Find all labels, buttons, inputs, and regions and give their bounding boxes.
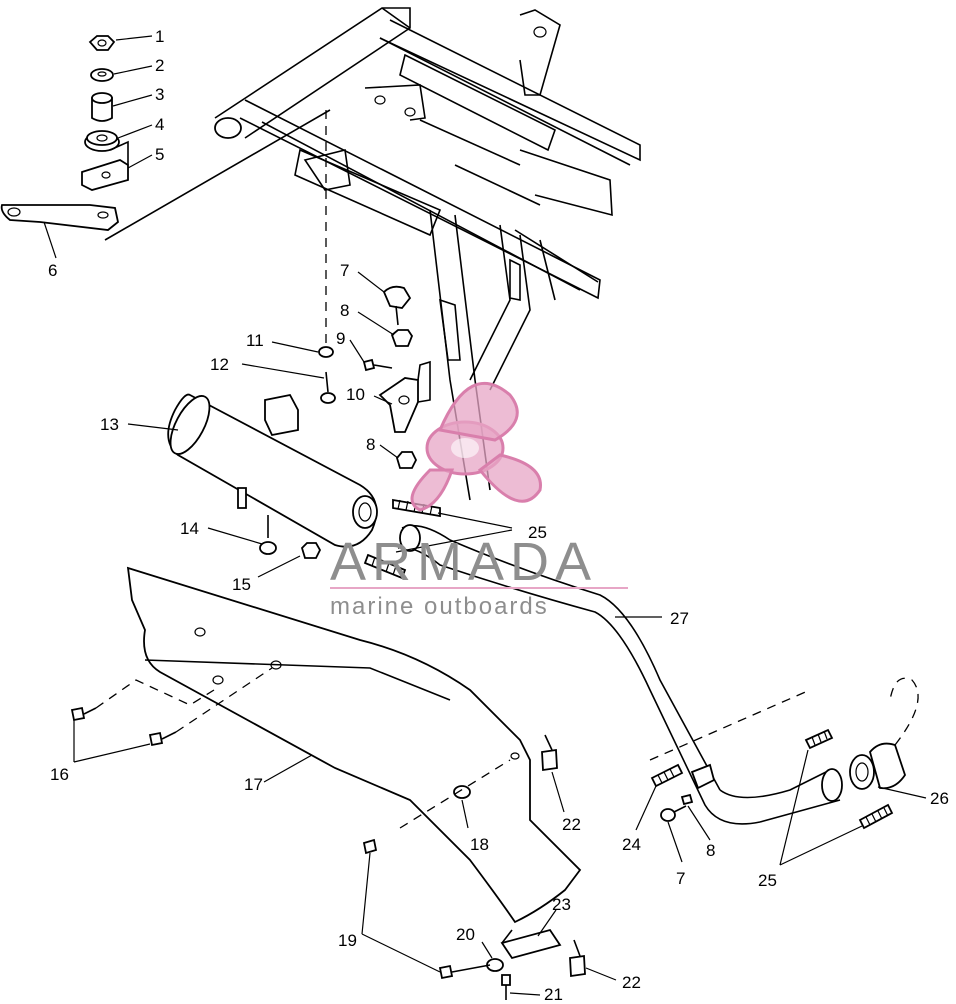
watermark-logo-icon [410,381,542,512]
callout-15: 15 [232,575,251,594]
screw [438,964,454,980]
screw [70,706,86,722]
head-pipe [397,524,843,825]
muffler-mount-stack [0,35,327,350]
screw [148,731,164,747]
callout-22-upper: 22 [562,815,581,834]
springs-lower [650,728,894,830]
mount-bracket [81,159,129,191]
callout-1: 1 [155,27,164,46]
callout-13: 13 [100,415,119,434]
callout-3: 3 [155,85,164,104]
callout-25-lower: 25 [758,871,777,890]
bracket [378,377,419,433]
bolt [501,974,511,986]
watermark-tagline: marine outboards [330,593,549,620]
callout-4: 4 [155,115,164,134]
callout-7-right: 7 [676,869,685,888]
callout-19: 19 [338,931,357,950]
bolt [660,808,676,822]
clip [541,748,558,772]
screw [362,358,376,372]
callout-24: 24 [622,835,641,854]
spring [650,763,684,788]
hardware-upper [259,285,431,559]
callout-10: 10 [346,385,365,404]
callout-14: 14 [180,519,199,538]
nut [680,793,694,806]
callout-20: 20 [456,925,475,944]
callout-11: 11 [246,331,264,350]
muffler [167,393,378,548]
bolt [382,285,412,309]
exhaust-flange [849,677,919,790]
heat-shield [126,566,582,924]
callout-26: 26 [930,789,949,808]
washer [318,346,334,358]
callout-labels: 1 2 3 4 5 6 7 8 9 10 11 12 13 8 14 15 25… [48,27,949,1004]
nut [390,329,414,347]
callout-22-lower: 22 [622,973,641,992]
washer [90,68,114,82]
bushing [91,97,113,122]
callout-12: 12 [210,355,229,374]
washer [453,785,471,799]
callout-17: 17 [244,775,263,794]
callout-5: 5 [155,145,164,164]
nut [300,542,322,559]
nut [88,35,116,51]
callout-2: 2 [155,56,164,75]
leader-lines [43,35,927,996]
callout-8-lower: 8 [366,435,375,454]
callout-6: 6 [48,261,57,280]
vehicle-frame [104,7,641,501]
callout-18: 18 [470,835,489,854]
watermark: ARMADA marine outboards [330,381,628,620]
callout-23: 23 [552,895,571,914]
clip [569,954,586,978]
nut [395,451,418,469]
bolt [259,541,277,555]
frame-bracket [0,204,119,231]
callout-8-right: 8 [706,841,715,860]
callout-8: 8 [340,301,349,320]
callout-27: 27 [670,609,689,628]
strap [500,928,562,960]
screw [362,838,378,855]
callout-21: 21 [544,985,563,1004]
callout-16: 16 [50,765,69,784]
callout-25-upper: 25 [528,523,547,542]
watermark-brand: ARMADA [330,532,597,592]
callout-9: 9 [336,329,345,348]
hardware-lower [70,667,586,1000]
callout-7: 7 [340,261,349,280]
